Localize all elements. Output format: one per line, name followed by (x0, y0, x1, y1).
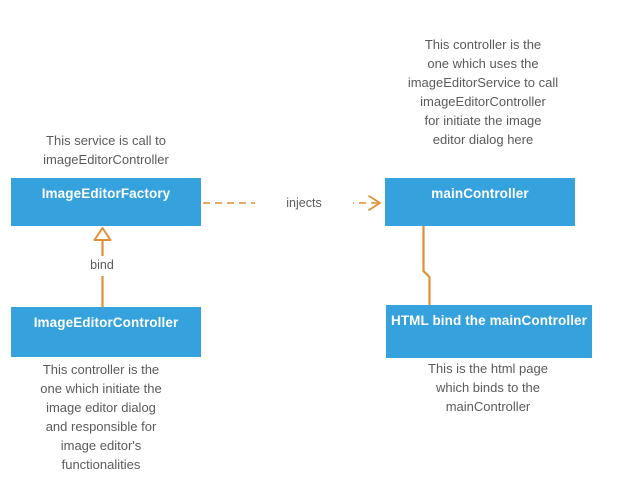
edge-main-controller-to-html (422, 226, 431, 305)
edge-bind (93, 227, 112, 307)
annotation-html-bind-main-controller: This is the html page which binds to the… (428, 361, 548, 414)
edge-label-bind: bind (78, 258, 126, 272)
node-image-editor-factory[interactable]: ImageEditorFactory (11, 178, 201, 226)
edge-bind-arrowhead (93, 227, 112, 241)
edge-main-to-html-line (422, 226, 431, 305)
annotation-image-editor-controller: This controller is the one which initiat… (40, 362, 162, 472)
node-html-bind-main-controller[interactable]: HTML bind the mainController (386, 305, 592, 358)
annotation-image-editor-factory: This service is call to imageEditorContr… (43, 133, 169, 167)
node-main-controller[interactable]: mainController (385, 178, 575, 226)
annotation-main-controller: This controller is the one which uses th… (407, 37, 559, 147)
edge-label-injects: injects (255, 196, 353, 210)
node-image-editor-controller[interactable]: ImageEditorController (11, 307, 201, 357)
edge-injects-arrowhead (368, 195, 381, 211)
